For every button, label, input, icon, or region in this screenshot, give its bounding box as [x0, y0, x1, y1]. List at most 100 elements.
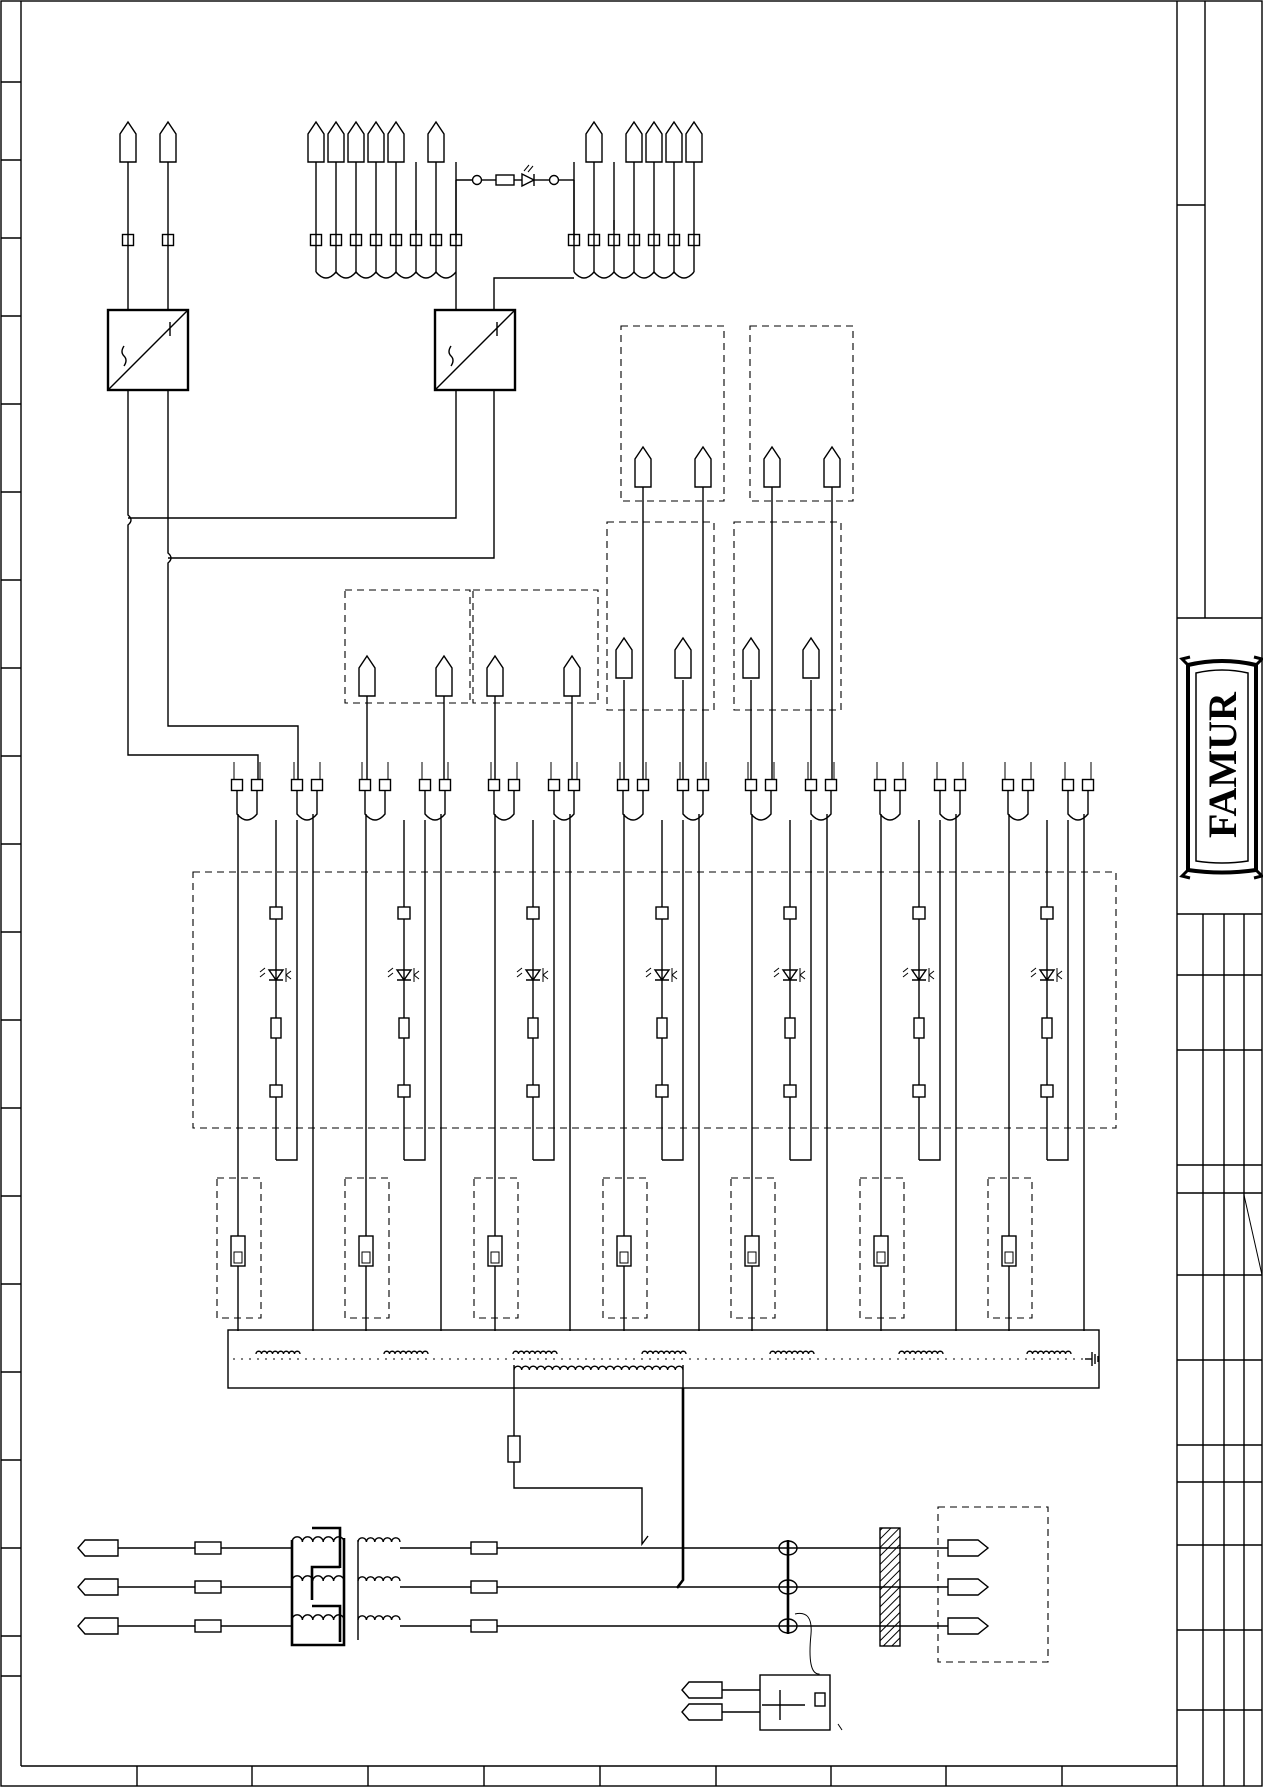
connector-plug	[674, 636, 692, 679]
wire	[533, 820, 555, 1161]
current-transformer	[1026, 1350, 1072, 1355]
wire	[810, 791, 832, 821]
fuse-box	[859, 1177, 905, 1319]
terminal	[696, 778, 710, 792]
logo-text: FAMUR	[1200, 691, 1245, 838]
relay-plugs	[681, 1681, 723, 1721]
light-arrow	[645, 967, 652, 978]
light-arrow	[516, 967, 523, 978]
mains-section	[115, 1388, 948, 1627]
sensor-connectors	[358, 445, 841, 697]
led-indicator	[395, 969, 413, 982]
fuse-element	[361, 1251, 371, 1264]
terminal	[1061, 778, 1075, 792]
module-column	[602, 762, 710, 1355]
phototransistor	[671, 968, 678, 982]
terminal	[1040, 1084, 1054, 1098]
terminal	[1040, 906, 1054, 920]
connector-plug	[307, 120, 325, 163]
current-transformer	[898, 1350, 944, 1355]
resistor	[270, 1017, 282, 1039]
current-transformer	[641, 1350, 687, 1355]
terminal	[526, 906, 540, 920]
connector-plug	[681, 1703, 723, 1721]
terminal	[873, 778, 887, 792]
phototransistor	[542, 968, 549, 982]
fuse-box	[987, 1177, 1033, 1319]
famur-logo: FAMUR	[1179, 655, 1263, 880]
light-arrow	[902, 967, 909, 978]
ground-symbol	[1085, 1352, 1099, 1366]
terminal	[764, 778, 778, 792]
terminal	[933, 778, 947, 792]
wire	[424, 791, 446, 821]
wire	[1007, 791, 1029, 821]
terminal	[893, 778, 907, 792]
wire	[493, 791, 515, 821]
fuse	[194, 1580, 222, 1594]
three-phase-transformer	[290, 1526, 401, 1647]
module-columns	[216, 762, 1095, 1355]
fuses	[194, 1541, 498, 1633]
fuse	[230, 1235, 246, 1267]
connector-plug	[685, 120, 703, 163]
fuse	[470, 1619, 498, 1633]
top-wiring	[127, 162, 695, 310]
led-indicator	[524, 969, 542, 982]
fuse	[194, 1619, 222, 1633]
light-arrow	[259, 967, 266, 978]
connector-plug	[625, 120, 643, 163]
terminal	[912, 1084, 926, 1098]
wire	[296, 791, 318, 821]
terminal	[397, 1084, 411, 1098]
wire	[553, 791, 575, 821]
terminal	[783, 906, 797, 920]
fuse	[1001, 1235, 1017, 1267]
led-indicator	[267, 969, 285, 982]
top-terminals	[121, 233, 701, 247]
module-enclosure	[192, 871, 1117, 1129]
fuse-element	[1004, 1251, 1014, 1264]
fuse-box	[216, 1177, 262, 1319]
connector-plug	[327, 120, 345, 163]
resistor	[913, 1017, 925, 1039]
fuse	[470, 1541, 498, 1555]
current-transformer	[769, 1350, 815, 1355]
connector-plug	[563, 654, 581, 697]
module-column	[859, 762, 967, 1355]
wire	[1067, 791, 1089, 821]
relay-unit	[702, 1674, 843, 1731]
resistor	[495, 174, 515, 186]
terminal	[310, 778, 324, 792]
connector-plug	[77, 1539, 119, 1557]
connector-plug	[358, 654, 376, 697]
terminal	[358, 778, 372, 792]
wire	[236, 791, 258, 821]
title-block	[1177, 204, 1263, 1786]
wire	[682, 791, 704, 821]
connector-plug	[634, 445, 652, 488]
terminal	[804, 778, 818, 792]
current-transformer	[255, 1350, 301, 1355]
relay-coil	[814, 1692, 826, 1707]
terminal	[269, 1084, 283, 1098]
module-column	[216, 762, 324, 1355]
terminal	[290, 778, 304, 792]
phototransistor	[285, 968, 292, 982]
terminal	[655, 906, 669, 920]
current-transformer-bus	[227, 1329, 1100, 1389]
fuse-box	[602, 1177, 648, 1319]
led-indicator	[1038, 969, 1056, 982]
wire	[622, 791, 644, 821]
fuse	[507, 1435, 521, 1463]
terminal	[230, 778, 244, 792]
connector-plug	[367, 120, 385, 163]
resistor	[784, 1017, 796, 1039]
phototransistor	[1056, 968, 1063, 982]
terminal	[526, 1084, 540, 1098]
terminal	[1001, 778, 1015, 792]
fuse-element	[233, 1251, 243, 1264]
terminal	[783, 1084, 797, 1098]
